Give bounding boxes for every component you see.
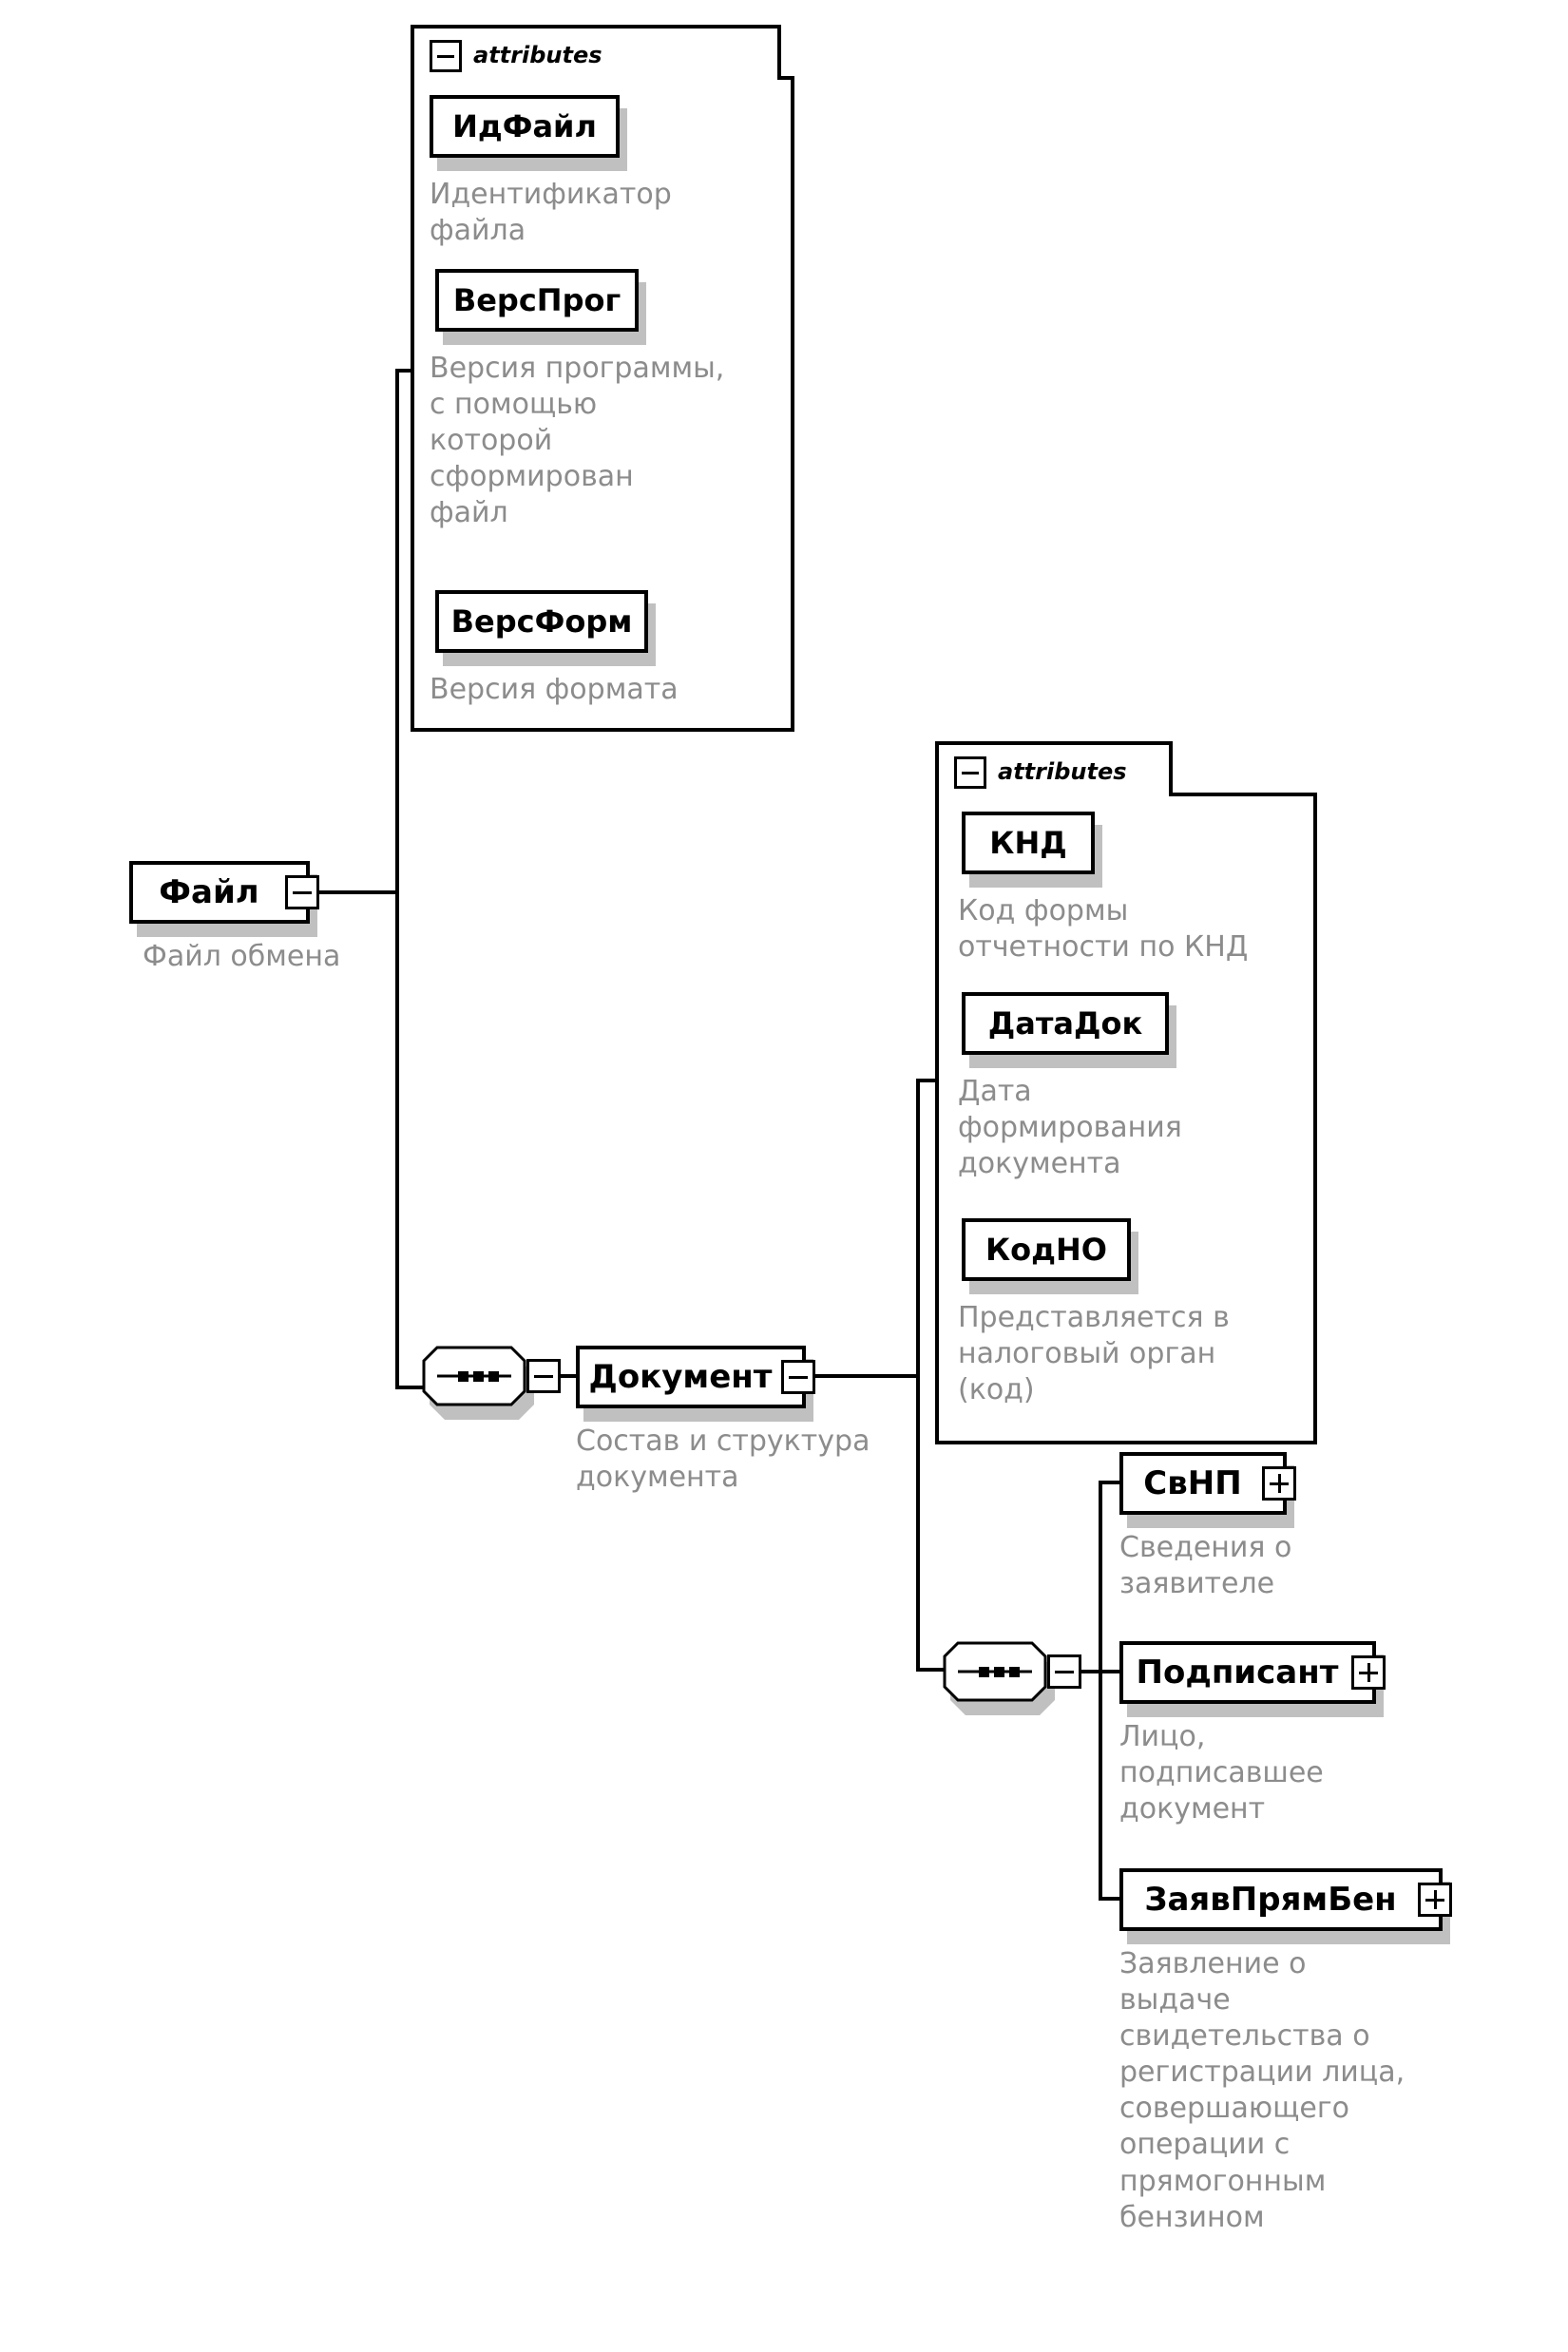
connector-document-to-children xyxy=(916,1668,947,1672)
node-zayavpryamben-documentation: Заявление о выдаче свидетельства о регис… xyxy=(1119,1947,1405,2234)
node-document-collapse-icon[interactable] xyxy=(526,1359,561,1393)
plus-icon xyxy=(1367,1663,1370,1682)
attr-panel-2-step-top xyxy=(1169,793,1317,796)
minus-icon xyxy=(961,771,980,774)
node-document-expand-icon[interactable] xyxy=(781,1360,815,1394)
connector-fail-to-attrs xyxy=(395,369,414,373)
node-fail[interactable]: Файл xyxy=(129,861,310,924)
minus-icon xyxy=(534,1374,553,1378)
node-podpisant[interactable]: Подписант xyxy=(1119,1641,1376,1704)
attr-doc-versprog: Версия программы, с помощью которой сфор… xyxy=(430,352,725,530)
attr-doc-datadok: Дата формирования документа xyxy=(958,1075,1182,1181)
connector-seq1-to-document xyxy=(559,1374,578,1378)
node-zayavpryamben[interactable]: ЗаявПрямБен xyxy=(1119,1868,1443,1931)
minus-icon xyxy=(436,54,455,58)
attr-box-datadok[interactable]: ДатаДок xyxy=(962,992,1169,1055)
node-fail-collapse-icon[interactable] xyxy=(285,875,319,909)
attr-panel-2-bottom-edge xyxy=(935,1441,1317,1444)
node-document[interactable]: Документ xyxy=(576,1346,806,1408)
attr-panel-2-top-edge xyxy=(935,741,1173,745)
node-zayavpryamben-expand-icon[interactable] xyxy=(1418,1883,1452,1917)
connector-fail-right xyxy=(319,890,399,894)
connector-document-vertical xyxy=(916,1079,920,1672)
node-podpisant-label: Подписант xyxy=(1136,1654,1339,1692)
connector-fail-vertical xyxy=(395,369,399,1389)
node-document-documentation: Состав и структура документа xyxy=(576,1425,870,1495)
connector-children-stub xyxy=(1081,1670,1102,1673)
attr-panel-2-header-label: attributes xyxy=(998,758,1127,785)
plus-icon xyxy=(1433,1890,1437,1909)
attr-box-knd[interactable]: КНД xyxy=(962,812,1095,874)
attr-panel-1-step-top xyxy=(777,76,794,80)
node-zayavpryamben-label: ЗаявПрямБен xyxy=(1144,1881,1397,1919)
sequence-icon-1[interactable] xyxy=(422,1346,526,1406)
minus-icon xyxy=(293,890,312,894)
attr-panel-1-bottom-edge xyxy=(411,728,794,732)
attr-doc-idfail: Идентификатор файла xyxy=(430,178,672,248)
sequence-icon-2[interactable] xyxy=(943,1641,1047,1702)
attr-panel-1-right-edge xyxy=(791,76,794,732)
connector-to-zayavpryamben xyxy=(1099,1897,1121,1901)
node-svnp-documentation: Сведения о заявителе xyxy=(1119,1531,1292,1601)
node-document-label: Документ xyxy=(588,1358,773,1396)
attr-panel-2-collapse-icon[interactable] xyxy=(954,756,986,789)
attr-panel-1-collapse-icon[interactable] xyxy=(430,40,462,72)
node-fail-documentation: Файл обмена xyxy=(143,940,341,973)
attr-doc-versform: Версия формата xyxy=(430,673,679,706)
node-podpisant-expand-icon[interactable] xyxy=(1351,1655,1386,1690)
attr-box-versprog[interactable]: ВерсПрог xyxy=(435,269,639,332)
attr-panel-2-step-edge xyxy=(1169,741,1173,796)
attr-panel-2-left-edge xyxy=(935,741,939,1444)
minus-icon xyxy=(789,1375,808,1379)
node-svnp-label: СвНП xyxy=(1143,1464,1242,1502)
attr-box-idfail[interactable]: ИдФайл xyxy=(430,95,620,158)
attr-panel-1-header-label: attributes xyxy=(473,42,602,68)
minus-icon xyxy=(1055,1670,1074,1673)
connector-document-right xyxy=(815,1374,920,1378)
connector-children-bus xyxy=(1099,1481,1102,1901)
attr-box-kodno[interactable]: КодНО xyxy=(962,1218,1131,1281)
connector-fail-to-document xyxy=(395,1386,426,1389)
node-fail-label: Файл xyxy=(159,873,259,911)
attr-doc-knd: Код формы отчетности по КНД xyxy=(958,894,1249,965)
node-podpisant-documentation: Лицо, подписавшее документ xyxy=(1119,1720,1324,1826)
attr-panel-2-right-edge xyxy=(1313,793,1317,1444)
sequence-2-collapse-icon[interactable] xyxy=(1047,1654,1081,1689)
attr-panel-1-top-edge xyxy=(411,25,781,29)
connector-document-to-attrs xyxy=(916,1079,937,1082)
connector-to-podpisant xyxy=(1099,1670,1121,1673)
attr-doc-kodno: Представляется в налоговый орган (код) xyxy=(958,1301,1230,1407)
attr-panel-1-step-edge xyxy=(777,25,781,80)
node-svnp[interactable]: СвНП xyxy=(1119,1452,1287,1515)
attr-panel-1-left-edge xyxy=(411,25,414,732)
attr-box-versform[interactable]: ВерсФорм xyxy=(435,590,648,653)
connector-to-svnp xyxy=(1099,1481,1121,1484)
node-svnp-expand-icon[interactable] xyxy=(1262,1466,1296,1501)
plus-icon xyxy=(1277,1474,1281,1493)
